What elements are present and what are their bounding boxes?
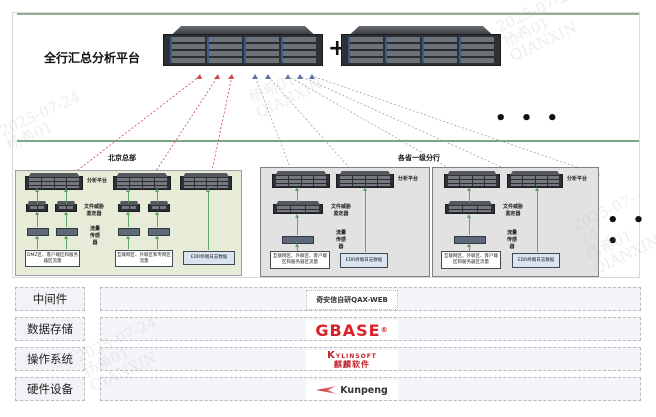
arrow-up <box>155 211 159 227</box>
arrow-up <box>467 214 471 235</box>
prov1-analysis-server-1 <box>272 174 330 188</box>
stack-value: 奇安信自研QAX-WEB <box>100 287 641 311</box>
kunpeng-logo-text: Kunpeng <box>340 384 388 396</box>
hq-analysis-server-1 <box>25 176 83 190</box>
arrow-up <box>35 211 39 227</box>
stack-category: 硬件设备 <box>15 377 85 401</box>
summary-platform-title: 全行汇总分析平台 <box>44 51 141 65</box>
kylinsoft-cn: 麒麟软件 <box>334 359 370 369</box>
arrow-up <box>126 211 130 227</box>
arrow-up <box>295 214 299 235</box>
registered-mark: ® <box>380 326 389 334</box>
stack-value: KYLINSOFT 麒麟软件 <box>100 347 641 371</box>
hq-file-threat-4 <box>148 204 170 212</box>
hq-file-threat-label: 文件威胁鉴定器 <box>83 204 104 217</box>
prov2-analysis-server-1 <box>444 174 500 188</box>
top-ellipsis: • • • <box>495 108 563 129</box>
prov2-source-2: EDR终端日志数据 <box>512 253 560 268</box>
arrow-up <box>126 235 130 249</box>
arrow-up <box>35 188 39 203</box>
prov1-file-threat-label: 文件威胁鉴定器 <box>330 204 351 217</box>
gbase-logo: GBASE® <box>306 320 398 340</box>
hq-analysis-server-2 <box>113 176 171 190</box>
arrow-up <box>535 187 539 252</box>
stack-value: GBASE® <box>100 317 641 341</box>
arrow-up <box>295 187 299 203</box>
prov1-analysis-label: 分析平台 <box>398 176 419 182</box>
hq-source-2: 互联网区、外联区和专网区流量 <box>115 250 173 267</box>
hq-analysis-label: 分析平台 <box>87 178 108 184</box>
qax-web-logo: 奇安信自研QAX-WEB <box>306 290 398 310</box>
province-title: 各省一级分行 <box>398 154 440 162</box>
arrow-up <box>64 188 68 203</box>
stack-category: 中间件 <box>15 287 85 311</box>
hq-edr-server <box>180 176 232 190</box>
hq-sensor-label: 流量传感器 <box>89 226 100 246</box>
arrow-up <box>295 243 299 251</box>
stack-row-storage: 数据存储 GBASE® <box>15 317 643 341</box>
summary-server-icon <box>163 26 323 66</box>
arrow-up <box>467 187 471 203</box>
kylinsoft-logo: KYLINSOFT 麒麟软件 <box>306 350 398 370</box>
stack-value: Kunpeng <box>100 377 641 401</box>
middle-divider <box>17 140 639 142</box>
stack-category: 操作系统 <box>15 347 85 371</box>
arrow-up <box>155 235 159 249</box>
stack-category: 数据存储 <box>15 317 85 341</box>
summary-server-icon-2 <box>341 26 501 66</box>
stack-row-hardware: 硬件设备 Kunpeng <box>15 377 643 401</box>
prov1-file-threat <box>273 204 323 214</box>
branch-ellipsis: • • • <box>607 210 649 252</box>
stack-row-os: 操作系统 KYLINSOFT 麒麟软件 <box>15 347 643 371</box>
prov1-sensor-label: 流量传感器 <box>335 230 346 250</box>
hq-source-1: DMZ区、客户端区和服务器区流量 <box>25 250 80 267</box>
prov2-source-1: 互联网区、外联区、客户端区和服务器区流量 <box>441 251 501 269</box>
arrow-up <box>155 188 159 203</box>
gbase-logo-text: GBASE <box>315 320 381 340</box>
arrow-up <box>64 211 68 227</box>
prov2-file-threat <box>445 204 495 214</box>
hq-title: 北京总部 <box>108 154 136 162</box>
kunpeng-mark-icon <box>316 384 336 396</box>
arrow-up <box>363 187 367 252</box>
hq-source-3: EDR终端日志数据 <box>183 251 235 265</box>
prov2-analysis-server-2 <box>507 174 563 188</box>
kylinsoft-en: KYLINSOFT <box>327 349 377 361</box>
arrow-up <box>206 188 210 250</box>
prov1-source-2: EDR终端日志数据 <box>340 253 388 268</box>
stack-row-middleware: 中间件 奇安信自研QAX-WEB <box>15 287 643 311</box>
prov2-file-threat-label: 文件威胁鉴定器 <box>502 204 523 217</box>
arrow-up <box>64 235 68 249</box>
hq-sensor-4 <box>148 228 170 236</box>
arrow-up <box>126 188 130 203</box>
arrow-up <box>35 235 39 249</box>
kunpeng-logo: Kunpeng <box>306 380 398 400</box>
prov1-analysis-server-2 <box>336 174 394 188</box>
prov2-sensor-label: 流量传感器 <box>506 230 517 250</box>
top-divider <box>17 13 639 15</box>
prov2-analysis-label: 分析平台 <box>567 176 588 182</box>
prov1-source-1: 互联网区、外联区、客户端区和服务器区流量 <box>270 251 330 269</box>
arrow-up <box>467 243 471 251</box>
